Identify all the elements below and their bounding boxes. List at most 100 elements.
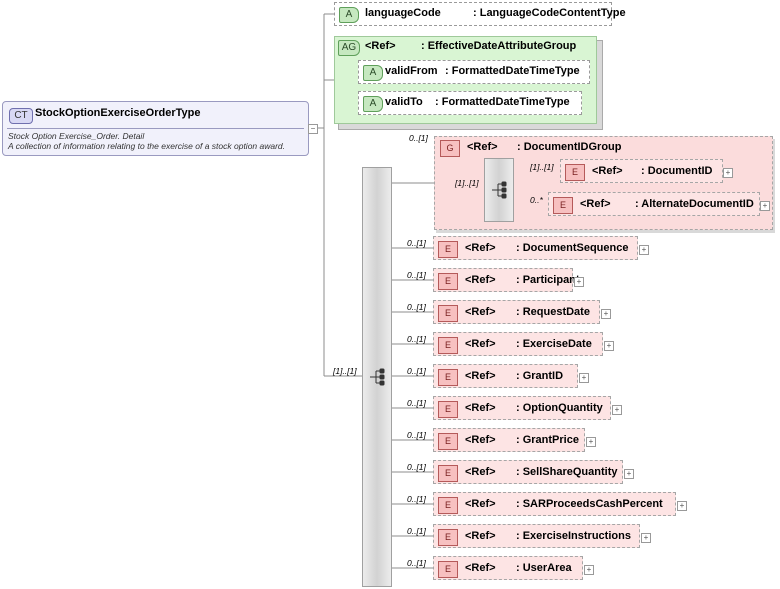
element-cardinality: 0..[1]	[407, 238, 426, 248]
element-cardinality: 0..[1]	[407, 398, 426, 408]
attribute-name: validFrom	[385, 65, 438, 77]
complex-type-box[interactable]: CT StockOptionExerciseOrderType Stock Op…	[2, 101, 309, 156]
element-alternatedocumentid[interactable]: E <Ref> : AlternateDocumentID	[548, 192, 760, 216]
element-cardinality: [1]..[1]	[530, 162, 554, 172]
element-optionquantity[interactable]: E<Ref>: OptionQuantity	[433, 396, 611, 420]
expand-icon[interactable]: +	[723, 168, 733, 178]
element-icon: E	[438, 369, 458, 386]
attribute-group-ref: <Ref>	[365, 40, 396, 52]
element-requestdate[interactable]: E <Ref> : RequestDate	[433, 300, 600, 324]
expand-icon[interactable]: +	[639, 245, 649, 255]
expand-icon[interactable]: +	[612, 405, 622, 415]
sequence-icon	[492, 181, 507, 199]
group-cardinality: 0..[1]	[409, 133, 428, 143]
attribute-icon: A	[339, 7, 359, 23]
attribute-type: : LanguageCodeContentType	[473, 7, 626, 19]
attribute-validto[interactable]: A validTo : FormattedDateTimeType	[358, 91, 582, 115]
element-grantprice[interactable]: E<Ref>: GrantPrice	[433, 428, 585, 452]
expand-icon[interactable]: +	[574, 277, 584, 287]
attribute-type: : FormattedDateTimeType	[445, 65, 580, 77]
element-cardinality: 0..[1]	[407, 366, 426, 376]
element-name: : AlternateDocumentID	[635, 198, 754, 210]
complex-type-documentation: Stock Option Exercise_Order. Detail A co…	[8, 131, 285, 151]
element-ref: <Ref>	[465, 338, 496, 350]
element-ref: <Ref>	[465, 242, 496, 254]
element-cardinality: 0..*	[530, 195, 543, 205]
inner-sequence-cardinality: [1]..[1]	[455, 178, 479, 188]
element-name: : SellShareQuantity	[516, 466, 618, 478]
element-sellsharequantity[interactable]: E <Ref> : SellShareQuantity	[433, 460, 623, 484]
sequence-compositor[interactable]	[362, 167, 392, 587]
expand-icon[interactable]: +	[624, 469, 634, 479]
element-ref: <Ref>	[465, 306, 496, 318]
inner-sequence-compositor[interactable]	[484, 158, 514, 222]
collapse-icon[interactable]: −	[308, 124, 318, 134]
expand-icon[interactable]: +	[601, 309, 611, 319]
attribute-languagecode[interactable]: A languageCode : LanguageCodeContentType	[334, 2, 626, 26]
sequence-cardinality: [1]..[1]	[333, 366, 357, 376]
attribute-name: validTo	[385, 96, 423, 108]
element-name: : GrantPrice	[516, 434, 579, 446]
documentation-line-1: Stock Option Exercise_Order. Detail	[8, 131, 145, 141]
element-cardinality: 0..[1]	[407, 462, 426, 472]
element-name: : OptionQuantity	[516, 402, 603, 414]
expand-icon[interactable]: +	[760, 201, 770, 211]
divider	[7, 128, 304, 129]
element-icon: E	[438, 529, 458, 546]
element-icon: E	[438, 273, 458, 290]
expand-icon[interactable]: +	[641, 533, 651, 543]
complex-type-name: StockOptionExerciseOrderType	[35, 107, 201, 119]
element-ref: <Ref>	[465, 370, 496, 382]
expand-icon[interactable]: +	[579, 373, 589, 383]
attribute-icon: A	[363, 96, 383, 112]
element-cardinality: 0..[1]	[407, 334, 426, 344]
group-ref: <Ref>	[467, 141, 498, 153]
element-icon: E	[438, 305, 458, 322]
group-icon: G	[440, 140, 460, 157]
attribute-name: languageCode	[365, 7, 441, 19]
element-cardinality: 0..[1]	[407, 558, 426, 568]
element-ref: <Ref>	[465, 434, 496, 446]
element-icon: E	[438, 561, 458, 578]
attribute-validfrom[interactable]: A validFrom : FormattedDateTimeType	[358, 60, 590, 84]
attribute-icon: A	[363, 65, 383, 81]
element-icon: E	[565, 164, 585, 181]
element-cardinality: 0..[1]	[407, 430, 426, 440]
element-participant[interactable]: E<Ref>: Participant	[433, 268, 580, 292]
element-icon: E	[438, 465, 458, 482]
element-documentsequence[interactable]: E<Ref>: DocumentSequence	[433, 236, 638, 260]
expand-icon[interactable]: +	[604, 341, 614, 351]
element-icon: E	[438, 337, 458, 354]
element-ref: <Ref>	[465, 274, 496, 286]
complex-type-icon: CT	[9, 108, 33, 124]
element-ref: <Ref>	[580, 198, 611, 210]
attribute-group-name: : EffectiveDateAttributeGroup	[421, 40, 577, 52]
element-ref: <Ref>	[592, 165, 623, 177]
group-name: : DocumentIDGroup	[517, 141, 622, 153]
element-exerciseinstructions[interactable]: E<Ref>: ExerciseInstructions	[433, 524, 640, 548]
element-icon: E	[438, 241, 458, 258]
element-name: : DocumentID	[641, 165, 713, 177]
element-ref: <Ref>	[465, 562, 496, 574]
element-cardinality: 0..[1]	[407, 270, 426, 280]
element-exercisedate[interactable]: E <Ref> : ExerciseDate	[433, 332, 603, 356]
expand-icon[interactable]: +	[584, 565, 594, 575]
expand-icon[interactable]: +	[677, 501, 687, 511]
element-documentid[interactable]: E <Ref> : DocumentID	[560, 159, 723, 183]
expand-icon[interactable]: +	[586, 437, 596, 447]
documentation-line-2: A collection of information relating to …	[8, 141, 286, 151]
element-name: : ExerciseDate	[516, 338, 592, 350]
element-cardinality: 0..[1]	[407, 302, 426, 312]
element-icon: E	[438, 497, 458, 514]
element-name: : UserArea	[516, 562, 572, 574]
element-sarproceedscashpercent[interactable]: E<Ref>: SARProceedsCashPercent	[433, 492, 676, 516]
element-name: : RequestDate	[516, 306, 590, 318]
element-grantid[interactable]: E<Ref>: GrantID	[433, 364, 578, 388]
element-name: : SARProceedsCashPercent	[516, 498, 663, 510]
element-ref: <Ref>	[465, 466, 496, 478]
element-ref: <Ref>	[465, 402, 496, 414]
element-ref: <Ref>	[465, 530, 496, 542]
element-cardinality: 0..[1]	[407, 526, 426, 536]
attribute-type: : FormattedDateTimeType	[435, 96, 570, 108]
element-userarea[interactable]: E <Ref> : UserArea	[433, 556, 583, 580]
